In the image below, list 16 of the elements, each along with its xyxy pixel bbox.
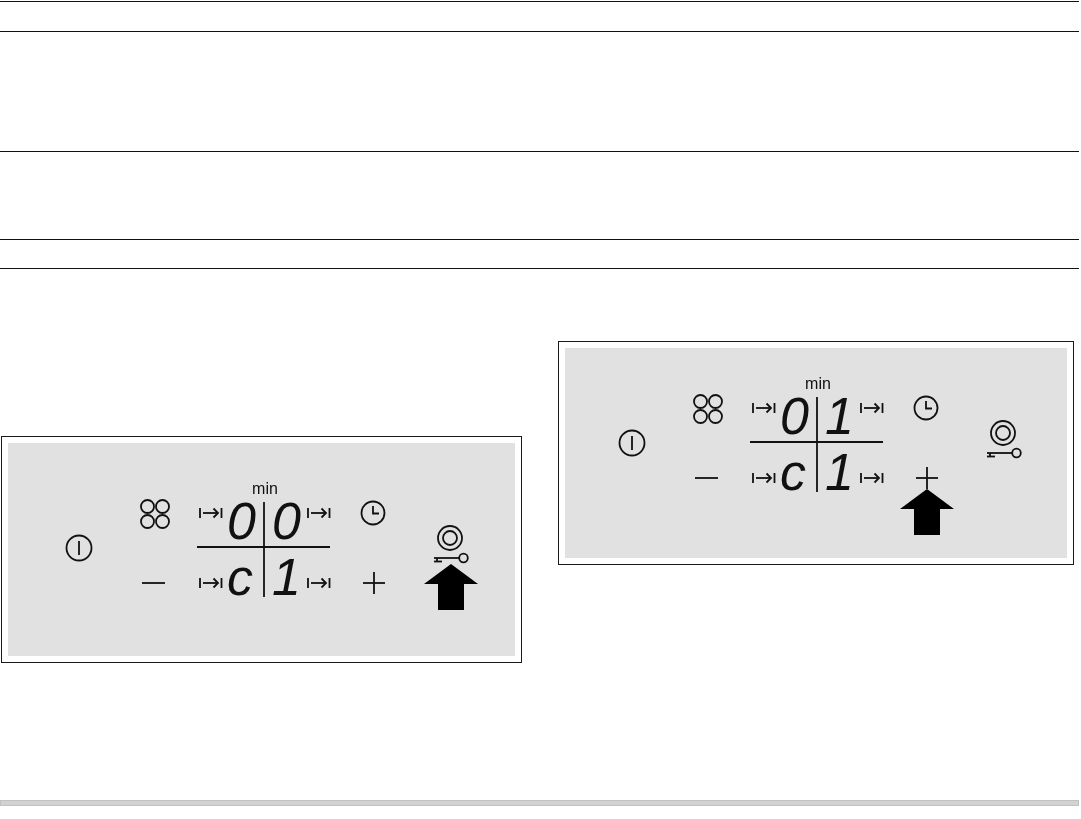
- display-digit: 0: [780, 396, 809, 438]
- plus-icon: [916, 467, 938, 489]
- rings-and-key-icon: [433, 525, 469, 564]
- display-digit: 0: [272, 501, 301, 543]
- display-digit: 0: [227, 501, 256, 543]
- control-panel: [1, 436, 522, 663]
- unit-label: min: [805, 376, 831, 392]
- block-arrow: [424, 564, 478, 610]
- unit-label: min: [252, 481, 278, 497]
- display-digit: 1: [825, 452, 854, 494]
- display-digit: 1: [272, 557, 301, 599]
- display-digit: 1: [825, 396, 854, 438]
- display-digit: c: [227, 557, 253, 599]
- display-digit: c: [780, 452, 806, 494]
- block-arrow: [900, 489, 954, 535]
- control-panel: [558, 341, 1074, 565]
